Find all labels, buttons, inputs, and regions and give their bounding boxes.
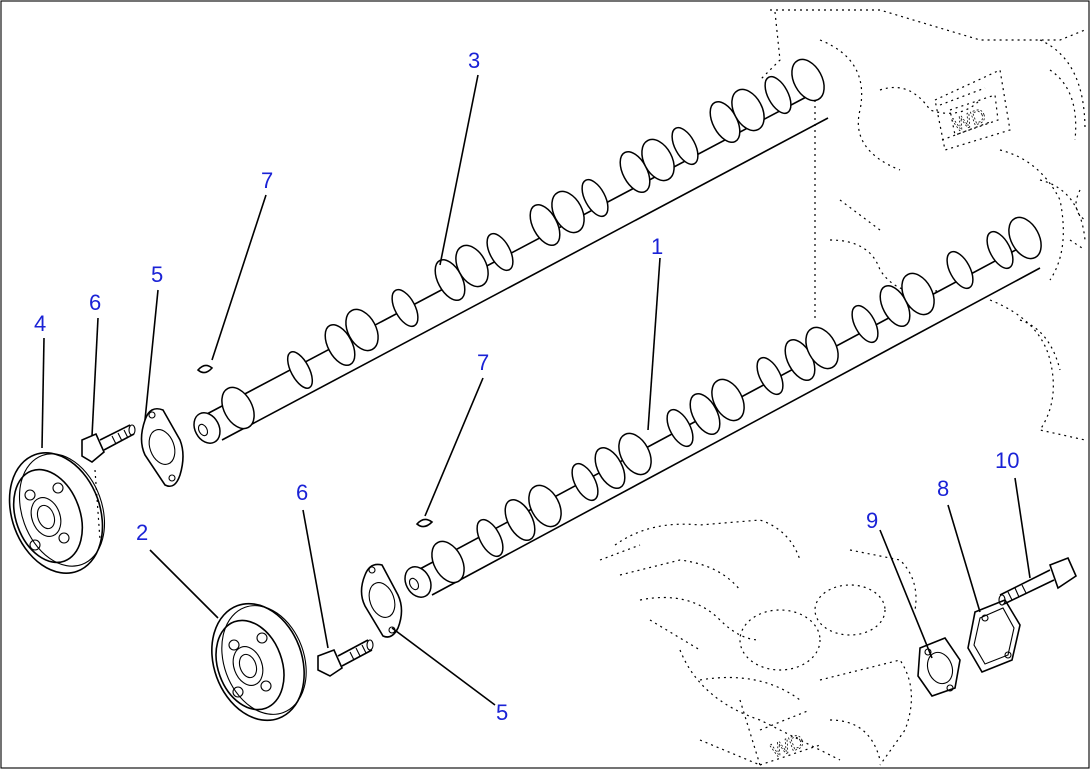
callout-cover-gasket: 9 bbox=[866, 508, 879, 533]
callout-camshaft-lower: 1 bbox=[651, 234, 664, 259]
callout-gear-upper: 4 bbox=[34, 311, 47, 336]
callout-cover-bolt: 10 bbox=[995, 448, 1020, 473]
svg-text:WD: WD bbox=[950, 105, 989, 137]
wd-marking-upper: WD bbox=[939, 87, 991, 141]
callout-cover-plate: 8 bbox=[937, 476, 950, 501]
leader-lines bbox=[41, 74, 1031, 706]
camshaft-upper bbox=[193, 58, 829, 444]
callout-key-upper: 7 bbox=[261, 168, 274, 193]
cover-plate bbox=[967, 599, 1021, 673]
bolt-upper bbox=[81, 424, 136, 463]
callout-gear-lower: 2 bbox=[136, 520, 149, 545]
gasket-lower bbox=[360, 563, 403, 638]
callout-gasket-lower: 5 bbox=[496, 700, 509, 725]
gasket-upper bbox=[140, 407, 184, 488]
callout-bolt-upper: 6 bbox=[89, 290, 102, 315]
camshaft-gear-upper bbox=[8, 452, 106, 574]
callout-gasket-upper: 5 bbox=[151, 262, 164, 287]
cover-gasket bbox=[917, 637, 961, 697]
callout-key-lower: 7 bbox=[477, 350, 490, 375]
key-lower bbox=[415, 518, 434, 528]
callout-camshaft-upper: 3 bbox=[468, 48, 481, 73]
wd-marking-lower: WD bbox=[759, 709, 821, 766]
callout-bolt-lower: 6 bbox=[296, 480, 309, 505]
svg-text:WD: WD bbox=[768, 730, 807, 762]
engine-block-outline-lower bbox=[599, 519, 917, 766]
cover-bolt bbox=[998, 556, 1078, 606]
key-upper bbox=[196, 364, 214, 374]
camshaft-lower bbox=[404, 216, 1042, 598]
bolt-lower bbox=[317, 639, 374, 677]
camshaft-gear-lower bbox=[211, 602, 307, 722]
